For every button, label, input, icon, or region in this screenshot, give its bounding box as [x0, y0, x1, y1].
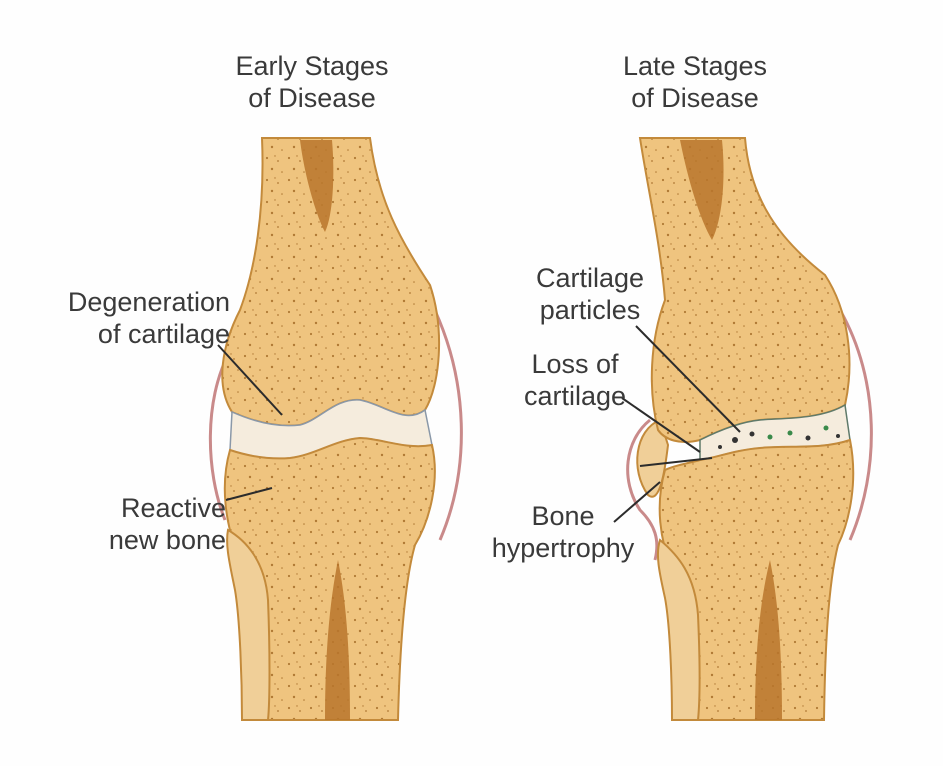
early-stage-title: Early Stages of Disease	[212, 50, 412, 114]
particle	[788, 431, 793, 436]
early-knee	[210, 138, 461, 720]
label-bone-hypertrophy: Bone hypertrophy	[478, 500, 648, 564]
particle	[732, 437, 738, 443]
particle	[718, 445, 722, 449]
particle	[836, 434, 840, 438]
label-loss-of-cartilage: Loss of cartilage	[505, 348, 645, 412]
label-cartilage-particles: Cartilage particles	[520, 262, 660, 326]
label-reactive-new-bone: Reactive new bone	[30, 492, 226, 556]
label-degeneration-of-cartilage: Degeneration of cartilage	[30, 286, 230, 350]
particle	[824, 426, 829, 431]
late-femur	[640, 138, 849, 442]
particle	[806, 436, 811, 441]
particle	[768, 435, 773, 440]
late-stage-title: Late Stages of Disease	[595, 50, 795, 114]
particle	[750, 432, 755, 437]
late-knee	[628, 138, 872, 720]
